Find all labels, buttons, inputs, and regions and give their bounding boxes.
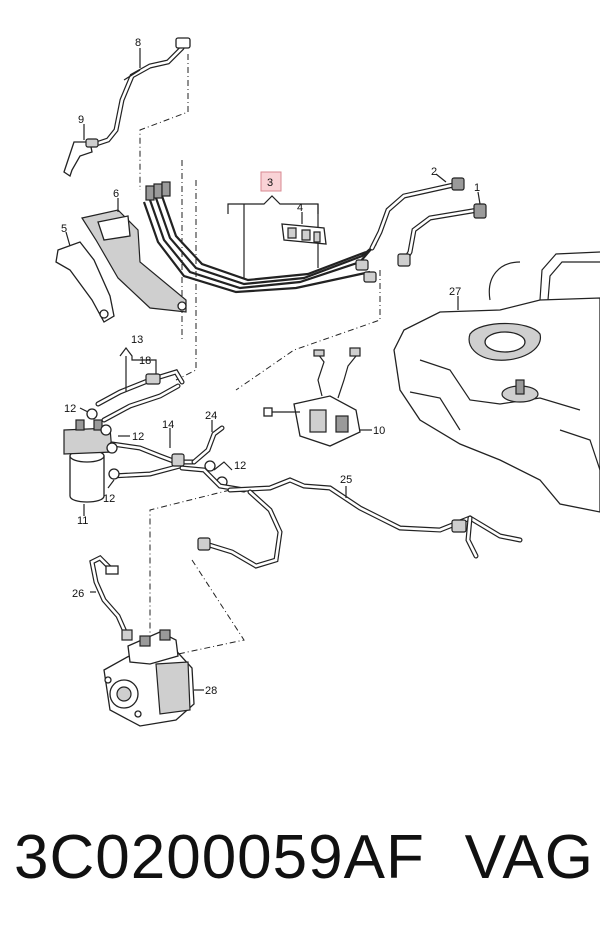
callout-12-b: 12 [132,431,144,443]
fuel-tank-27 [393,251,600,513]
clamp-12-e [204,460,216,472]
callout-4: 4 [297,202,303,214]
brand-name: VAG [464,822,594,892]
part-caption: 3C0200059AF VAG [14,812,594,902]
callout-18: 18 [139,355,151,367]
clamp-12-c [106,442,118,454]
clamp-12-b [100,424,112,436]
fuel-line-26 [89,554,133,641]
bracket-6 [81,209,187,313]
callout-25: 25 [340,474,352,486]
callout-9: 9 [78,114,84,126]
fuel-system-exploded-diagram: 8 9 6 5 3 4 2 1 27 13 18 10 12 12 12 12 … [55,37,600,727]
callout-10: 10 [373,425,385,437]
callout-11: 11 [77,515,88,527]
fuel-hose-13 [101,383,181,423]
callout-5: 5 [61,223,67,235]
callout-3: 3 [267,177,273,189]
fuel-line-8 [93,37,191,147]
callout-26: 26 [72,588,84,600]
fuel-hose-14 [109,441,197,479]
callout-13: 13 [131,334,143,346]
callout-27: 27 [449,286,461,298]
fuel-line-1 [397,203,487,267]
callout-12-d: 12 [234,460,246,472]
connector-9 [63,138,99,178]
clamp-12-a [86,408,98,420]
callout-28: 28 [205,685,217,697]
callout-12-a: 12 [64,403,76,415]
fuel-line-bundle-3 [142,181,377,294]
fuel-line-2 [369,177,465,251]
clamp-12-d [108,468,120,480]
callout-12-c: 12 [103,493,115,505]
clip-4 [281,223,327,245]
callout-8: 8 [135,37,141,49]
bracket-5 [55,241,115,323]
callout-1: 1 [474,182,480,194]
fuel-hose-24 [179,425,247,493]
callout-24: 24 [205,410,217,422]
high-pressure-pump-28 [103,629,195,727]
callout-14: 14 [162,419,174,431]
fuel-hose-18 [95,369,185,407]
fuel-line-25 [197,477,523,569]
callout-3-highlight [260,171,282,192]
callout-2: 2 [431,166,437,178]
callout-6: 6 [113,188,119,200]
sender-assembly-10 [263,347,361,447]
part-number: 3C0200059AF [14,822,425,892]
fuel-filter-11 [63,419,113,503]
